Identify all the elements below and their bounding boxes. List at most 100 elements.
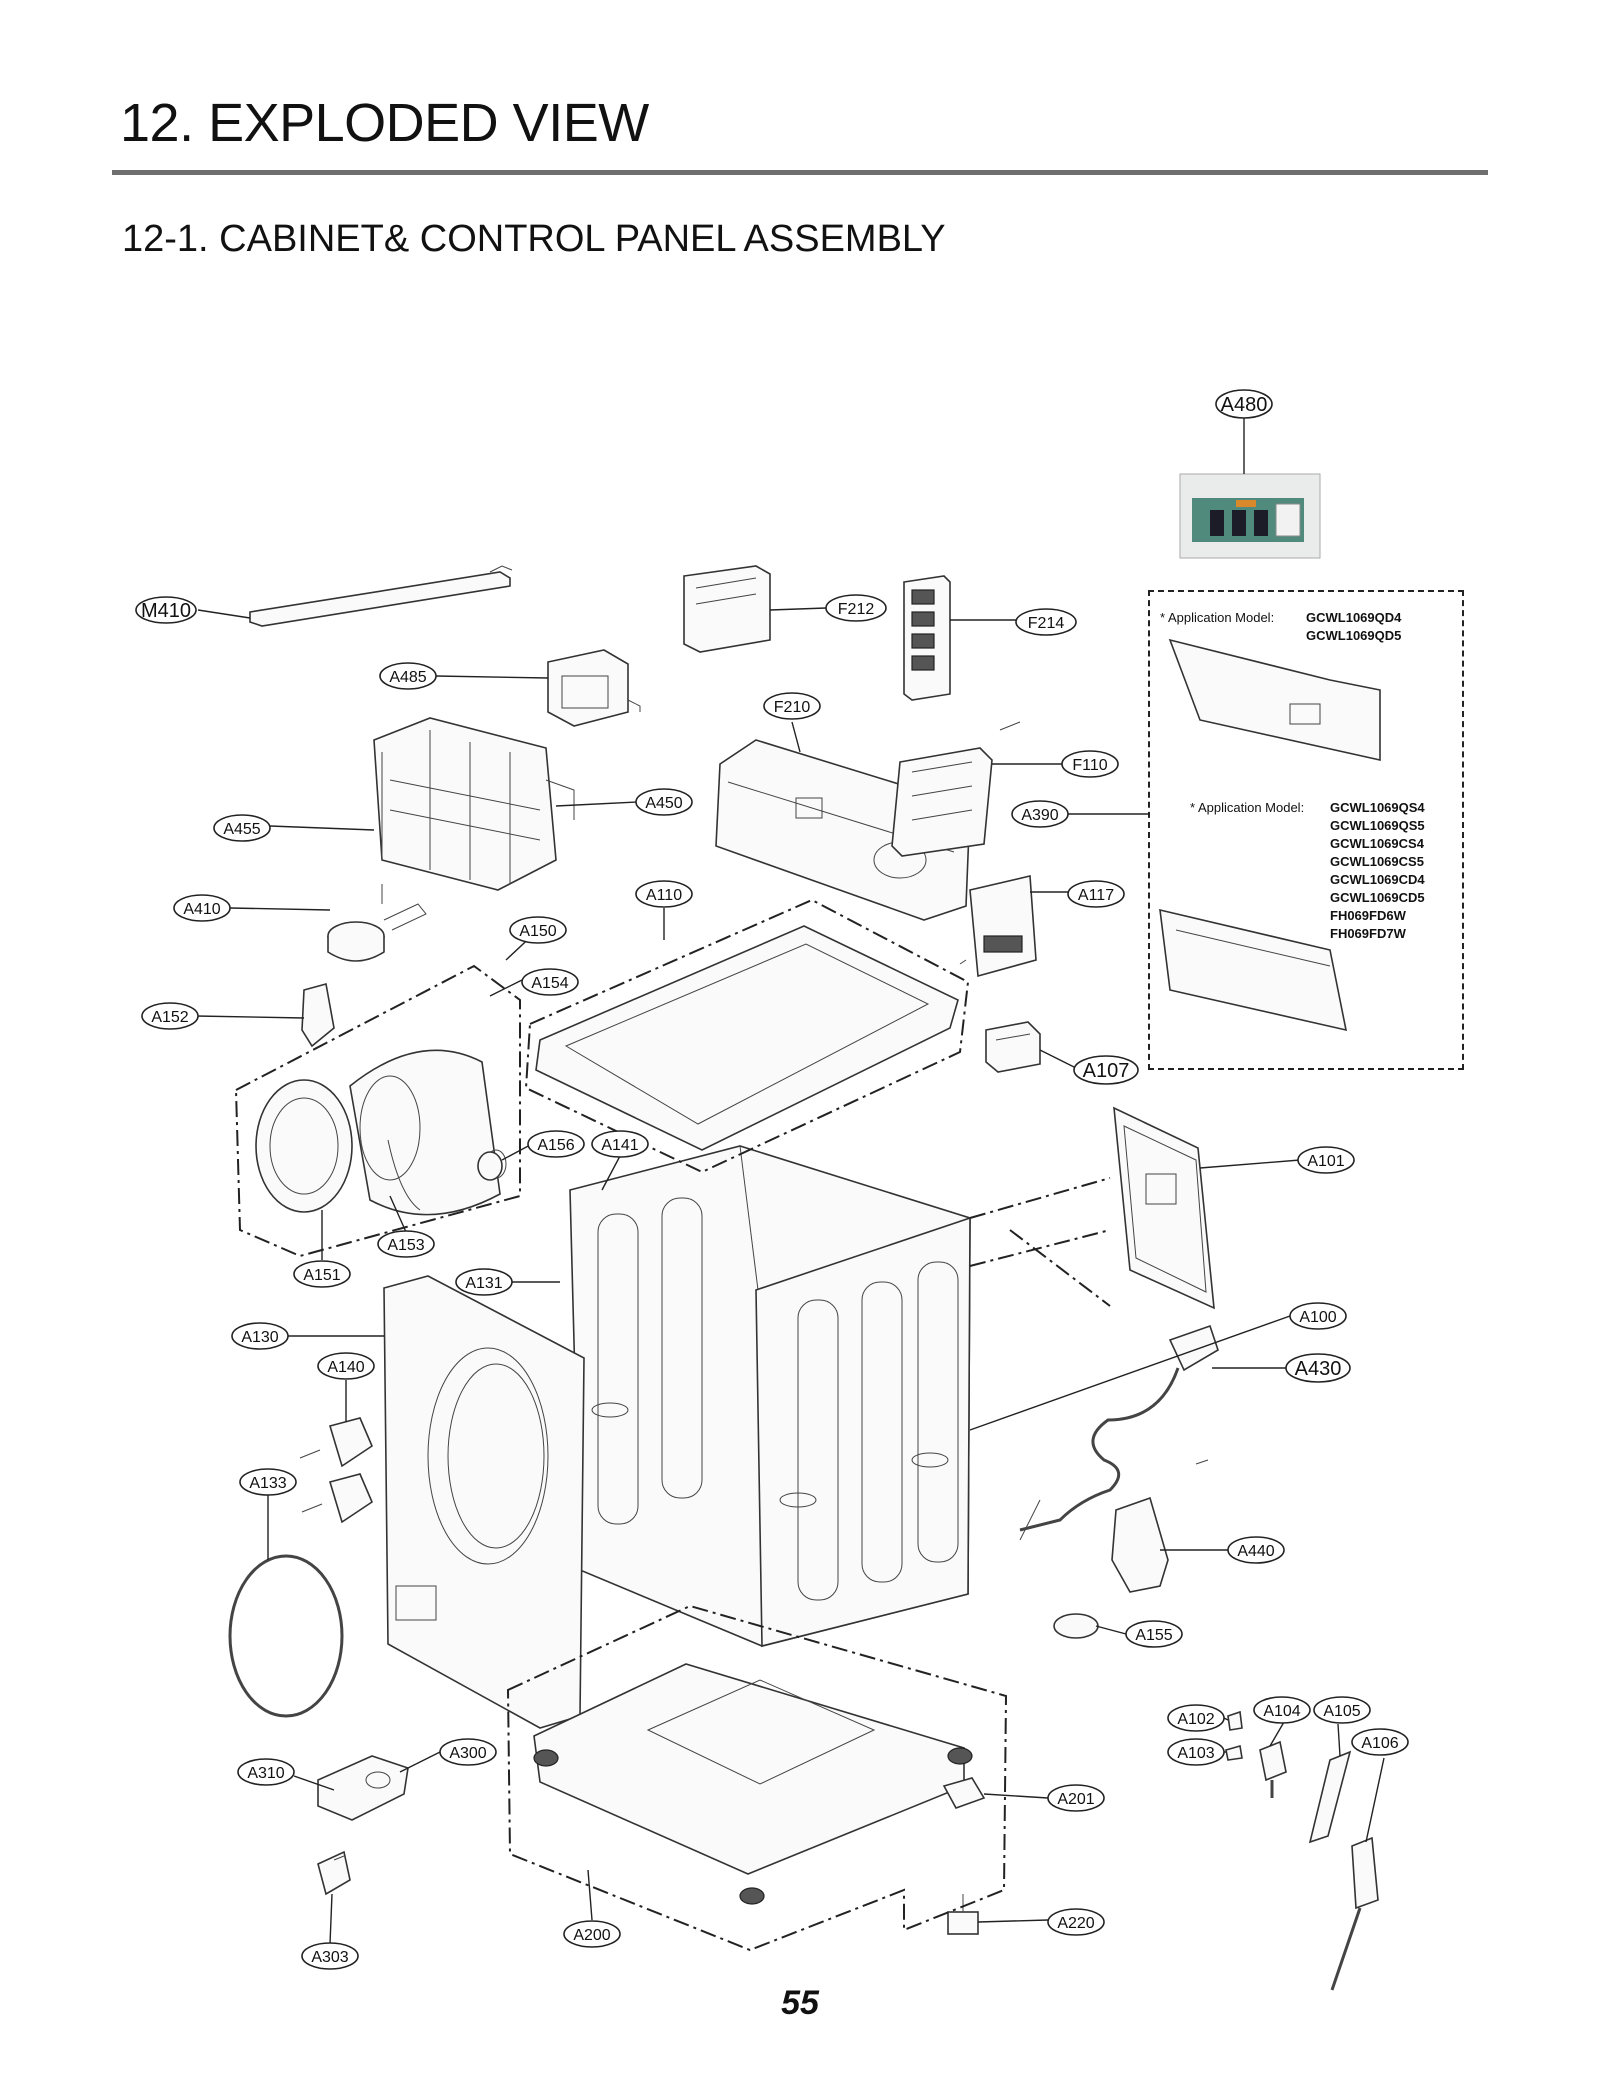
svg-text:A100: A100 [1299,1309,1336,1326]
callout-a310: A310 [237,1758,295,1786]
callout-a107: A107 [1073,1055,1139,1085]
door-hinge-part [299,1417,373,1524]
callout-a102: A102 [1167,1704,1225,1732]
drain-filter-part [317,1850,351,1896]
callout-a430: A430 [1285,1353,1351,1383]
page-number: 55 [781,1984,819,2022]
note-label-1: * Application Model: [1160,610,1275,625]
svg-text:A153: A153 [387,1237,424,1254]
callout-a154: A154 [521,968,579,996]
svg-text:A105: A105 [1323,1703,1360,1720]
svg-text:A110: A110 [646,887,682,904]
svg-text:A150: A150 [519,923,556,940]
svg-text:F210: F210 [774,699,811,716]
svg-text:A131: A131 [465,1275,502,1292]
svg-text:A117: A117 [1078,887,1114,904]
note-models-2: GCWL1069QS4 GCWL1069QS5 GCWL1069CS4 GCWL… [1330,799,1425,943]
display-module-part [547,649,641,727]
control-pcb-part [891,721,1021,857]
latch-clip-part [985,1021,1041,1073]
callout-a101: A101 [1297,1146,1355,1174]
callout-a133: A133 [239,1468,297,1496]
door-group-boundary [234,964,521,1258]
svg-text:A480: A480 [1221,394,1268,416]
svg-text:A410: A410 [183,901,220,918]
rear-cover-part [1113,1106,1215,1310]
callout-a155: A155 [1125,1620,1183,1648]
callout-a131: A131 [455,1268,513,1296]
leveling-foot-part [942,1777,986,1935]
noise-filter-part [1111,1459,1209,1593]
gasket-ring-part [228,1554,344,1718]
callout-a150: A150 [509,916,567,944]
callout-a140: A140 [317,1352,375,1380]
svg-text:A455: A455 [223,821,260,838]
svg-text:A101: A101 [1307,1153,1344,1170]
rear-bracket-part [959,875,1037,978]
callout-a201: A201 [1047,1784,1105,1812]
door-assembly-part [255,1049,507,1216]
svg-text:A102: A102 [1177,1711,1214,1728]
svg-text:A103: A103 [1177,1745,1214,1762]
callout-a220: A220 [1047,1908,1105,1936]
note-model: FH069FD7W [1330,926,1406,941]
svg-text:A133: A133 [249,1475,286,1492]
note-model: GCWL1069QS5 [1330,818,1425,833]
plug-part [477,1151,503,1181]
callout-a153: A153 [377,1230,435,1258]
title-rule [112,170,1488,175]
button-strip-part [903,575,951,701]
page-title: 12. EXPLODED VIEW [120,93,649,153]
callout-a485: A485 [379,662,437,690]
svg-text:A300: A300 [449,1745,486,1762]
svg-text:F110: F110 [1072,757,1107,774]
callout-f214: F214 [1015,608,1077,636]
callout-a106: A106 [1351,1728,1409,1756]
pcb-photo-part [1179,473,1321,559]
callout-a390: A390 [1011,800,1069,828]
svg-text:A430: A430 [1295,1358,1342,1380]
callout-a480: A480 [1215,389,1273,419]
top-plate-part [535,925,959,1151]
callout-a141: A141 [591,1130,649,1158]
svg-text:A303: A303 [311,1949,348,1966]
bushing-part [1053,1613,1099,1639]
svg-text:A141: A141 [601,1137,638,1154]
svg-text:M410: M410 [141,600,191,622]
callout-a450: A450 [635,788,693,816]
note-model: GCWL1069CS4 [1330,836,1424,851]
note-model: FH069FD6W [1330,908,1406,923]
filter-cover-part [317,1755,409,1821]
svg-text:A107: A107 [1083,1060,1130,1082]
note-model: GCWL1069QD5 [1306,628,1402,643]
note-model: GCWL1069QS4 [1330,800,1425,815]
hinge-cover-part [301,982,335,1048]
section-title: 12-1. CABINET& CONTROL PANEL ASSEMBLY [122,218,946,260]
main-pcb-assembly-part [373,717,575,891]
svg-text:A450: A450 [645,795,682,812]
callout-a104: A104 [1253,1696,1311,1724]
alt-panel-drawing-2 [1159,908,1348,1032]
power-cord-part [1019,1324,1219,1541]
svg-text:A104: A104 [1263,1703,1300,1720]
callout-a105: A105 [1313,1696,1371,1724]
svg-text:A152: A152 [151,1009,188,1026]
leader-lines [195,418,1385,1945]
front-panel-part [383,1275,585,1729]
svg-text:A310: A310 [247,1765,284,1782]
top-bracket-part [249,565,513,627]
pressure-switch-part [327,884,427,962]
svg-text:A485: A485 [389,669,426,686]
callout-a440: A440 [1227,1536,1285,1564]
svg-text:A130: A130 [241,1329,278,1346]
detergent-drawer-part [683,565,771,653]
alt-panel-drawing-1 [1168,638,1381,761]
callout-a152: A152 [141,1002,199,1030]
base-frame-part [533,1663,973,1905]
callout-a156: A156 [527,1130,585,1158]
callout-a410: A410 [173,894,231,922]
callout-a200: A200 [563,1920,621,1948]
top-plate-group-boundary [524,898,970,1174]
callout-m410: M410 [135,596,197,624]
svg-text:A106: A106 [1361,1735,1398,1752]
